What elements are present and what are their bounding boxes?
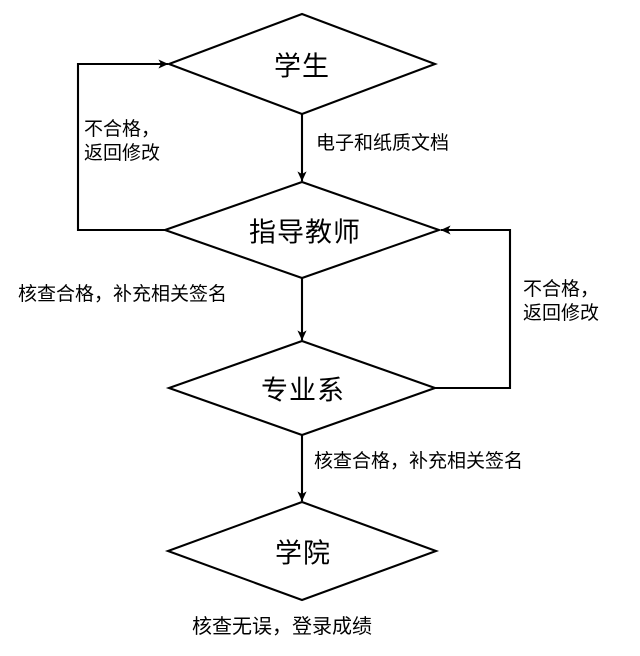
edge-label-reject-left: 不合格， 返回修改 [84, 119, 161, 165]
edge-label-approve-department: 核查合格，补充相关签名 [314, 451, 524, 472]
edge-department-to-advisor [435, 225, 512, 390]
node-label-department: 专业系 [261, 375, 345, 406]
edge-label-doc-flow: 电子和纸质文档 [316, 133, 450, 154]
edge-label-reject-right: 不合格， 返回修改 [523, 279, 600, 325]
node-label-student: 学生 [274, 51, 330, 82]
node-label-college: 学院 [275, 538, 331, 569]
edge-label-approve-advisor: 核查合格，补充相关签名 [18, 284, 228, 305]
edge-advisor-to-student [76, 59, 169, 232]
node-label-advisor: 指导教师 [249, 217, 361, 248]
edge-lines [76, 59, 512, 502]
final-caption-label: 核查无误，登录成绩 [192, 616, 372, 638]
node-shape-college [164, 500, 440, 602]
